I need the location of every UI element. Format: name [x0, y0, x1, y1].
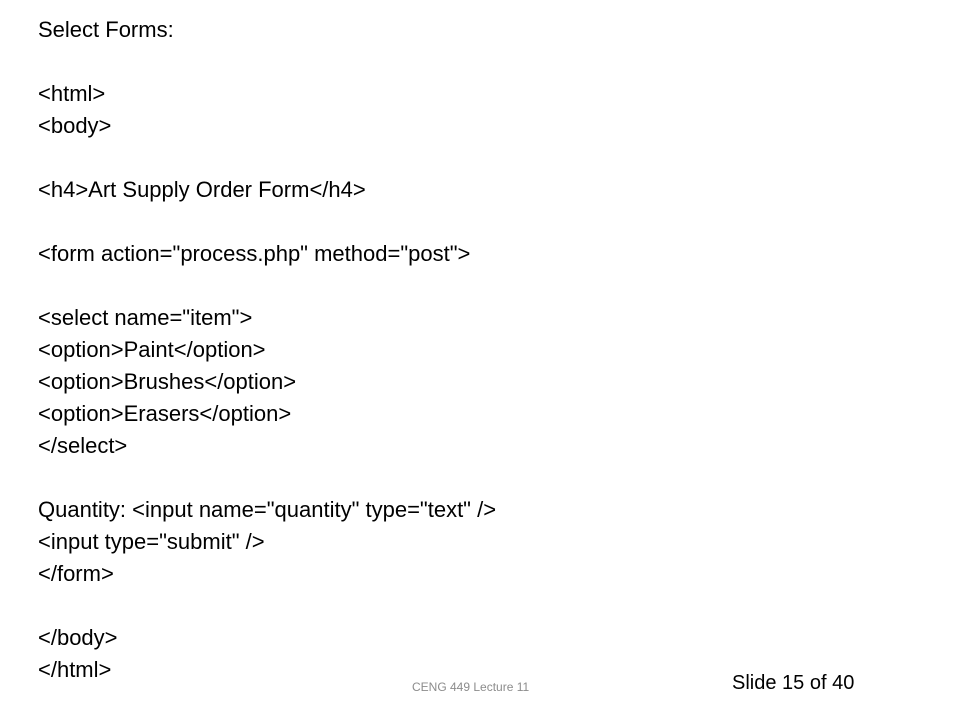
code-line: </html>	[38, 657, 112, 682]
code-line: </select>	[38, 433, 128, 458]
code-line: <option>Brushes</option>	[38, 369, 297, 394]
code-line: <body>	[38, 113, 112, 138]
code-line: <select name="item">	[38, 305, 253, 330]
code-line: <option>Paint</option>	[38, 337, 266, 362]
code-line: <html>	[38, 81, 106, 106]
code-line: <input type="submit" />	[38, 529, 265, 554]
code-line: </form>	[38, 561, 114, 586]
blank-line	[38, 270, 938, 302]
code-line: <h4>Art Supply Order Form</h4>	[38, 177, 366, 202]
footer-course-label: CENG 449 Lecture 11	[412, 680, 530, 694]
code-line: </body>	[38, 625, 118, 650]
blank-line	[38, 206, 938, 238]
blank-line	[38, 462, 938, 494]
slide-content: Select Forms: <html> <body> <h4>Art Supp…	[38, 14, 938, 686]
code-line: <form action="process.php" method="post"…	[38, 241, 471, 266]
slide-number: Slide 15 of 40	[732, 672, 855, 694]
blank-line	[38, 142, 938, 174]
code-line: <option>Erasers</option>	[38, 401, 292, 426]
blank-line	[38, 590, 938, 622]
code-line: Quantity: <input name="quantity" type="t…	[38, 497, 497, 522]
blank-line	[38, 46, 938, 78]
slide-heading: Select Forms:	[38, 17, 174, 42]
